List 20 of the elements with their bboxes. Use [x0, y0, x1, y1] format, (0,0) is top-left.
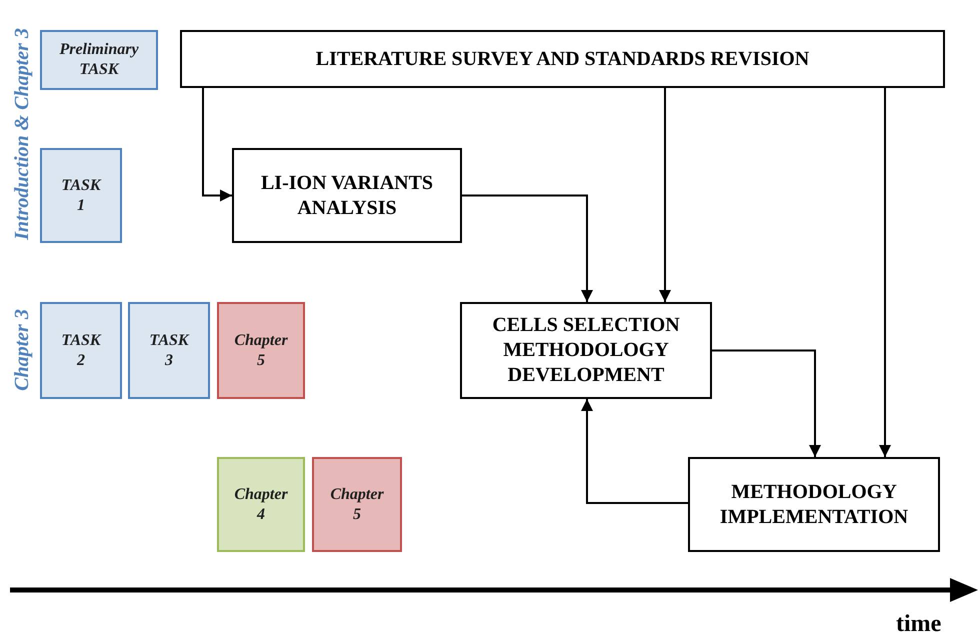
- chapter-box: Chapter 5: [312, 457, 402, 552]
- arrow: [659, 88, 671, 302]
- task-box: TASK 2: [40, 302, 122, 399]
- chapter-box: Chapter 4: [217, 457, 305, 552]
- section-label: Chapter 3: [10, 309, 34, 391]
- arrow: [581, 399, 688, 504]
- arrow: [202, 88, 232, 202]
- process-box: LITERATURE SURVEY AND STANDARDS REVISION: [180, 30, 945, 88]
- chapter-box: Chapter 5: [217, 302, 305, 399]
- section-label: Introduction & Chapter 3: [10, 28, 34, 240]
- arrow: [462, 194, 593, 302]
- axis-label: time: [896, 610, 942, 637]
- task-box: TASK 1: [40, 148, 122, 243]
- process-box: LI-ION VARIANTS ANALYSIS: [232, 148, 462, 243]
- task-box: TASK 3: [128, 302, 210, 399]
- process-box: CELLS SELECTION METHODOLOGY DEVELOPMENT: [460, 302, 712, 399]
- process-box: METHODOLOGY IMPLEMENTATION: [688, 457, 940, 552]
- task-box: Preliminary TASK: [40, 30, 158, 90]
- arrow: [712, 350, 821, 457]
- arrow: [879, 88, 891, 457]
